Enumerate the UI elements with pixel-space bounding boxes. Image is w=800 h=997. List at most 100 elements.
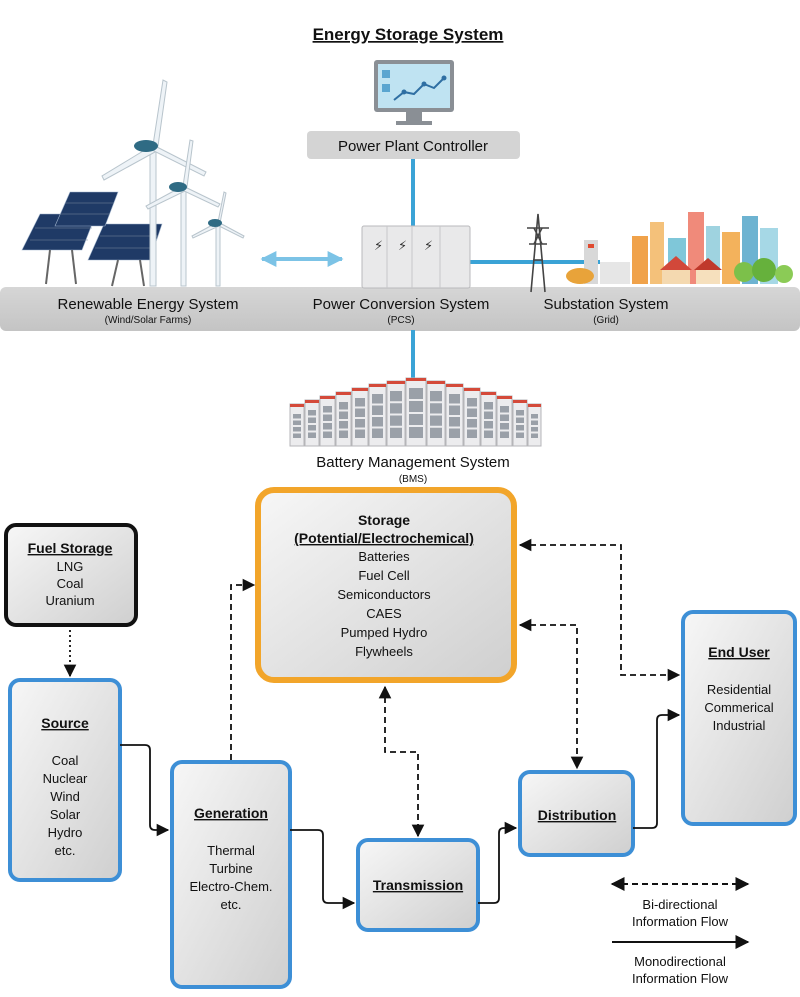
battery-slot <box>430 427 442 438</box>
battery-slot <box>500 423 509 430</box>
storage-item: Flywheels <box>355 644 413 659</box>
end-user-box: End User Residential Commerical Industri… <box>681 610 797 826</box>
distribution-box: Distribution <box>518 770 635 857</box>
battery-slot <box>323 423 332 430</box>
substation-sublabel: (Grid) <box>593 315 619 326</box>
fuel-item: LNG <box>57 559 84 574</box>
battery-slot <box>449 417 460 427</box>
controller-box <box>307 131 520 159</box>
battery-rack-cap <box>352 388 368 391</box>
solar-panels-icon <box>21 191 163 287</box>
battery-slot <box>355 429 365 438</box>
battery-slot <box>355 398 365 407</box>
battery-slot <box>500 406 509 413</box>
storage-box: Storage (Potential/Electrochemical) Batt… <box>255 487 517 683</box>
transmission-title: Transmission <box>373 877 463 893</box>
battery-slot <box>323 406 332 413</box>
controller-label: Power Plant Controller <box>338 138 488 155</box>
page-title: Energy Storage System <box>313 25 504 44</box>
end-user-item: Residential <box>707 682 771 697</box>
renewable-label: Renewable Energy System <box>58 296 239 313</box>
turbine-hub <box>169 182 187 192</box>
battery-slot <box>339 411 348 419</box>
battery-slot <box>449 428 460 438</box>
battery-slot <box>409 414 423 425</box>
battery-slot <box>390 391 402 402</box>
turbine-hub <box>134 140 158 152</box>
battery-rack-cap <box>336 392 351 395</box>
generation-item: etc. <box>221 897 242 912</box>
battery-slot <box>339 430 348 438</box>
battery-slot <box>484 411 493 419</box>
battery-slot <box>339 402 348 410</box>
battery-slot <box>467 398 477 407</box>
bms-sublabel: (BMS) <box>399 474 427 485</box>
svg-text:⚡: ⚡ <box>424 239 433 254</box>
fuel-item: Uranium <box>45 593 94 608</box>
legend-bi-label: Information Flow <box>632 914 729 929</box>
generation-item: Turbine <box>209 861 253 876</box>
battery-slot <box>500 414 509 421</box>
battery-rack-cap <box>305 400 319 403</box>
battery-slot <box>449 405 460 415</box>
battery-slot <box>409 401 423 412</box>
monitor-icon <box>374 60 454 125</box>
top-platform <box>0 287 800 331</box>
battery-slot <box>372 394 383 404</box>
battery-slot <box>516 432 524 438</box>
battery-slot <box>390 427 402 438</box>
battery-rack-cap <box>464 388 480 391</box>
generation-item: Electro-Chem. <box>189 879 272 894</box>
battery-slot <box>390 403 402 414</box>
battery-rack-cap <box>513 400 527 403</box>
city-icon <box>566 212 793 284</box>
battery-slot <box>449 394 460 404</box>
battery-slot <box>516 410 524 416</box>
source-box: Source Coal Nuclear Wind Solar Hydro etc… <box>8 678 122 882</box>
battery-racks-icon <box>289 377 542 447</box>
battery-rack-cap <box>406 378 426 381</box>
battery-slot <box>516 417 524 423</box>
battery-slot <box>430 403 442 414</box>
battery-slot <box>484 421 493 429</box>
battery-slot <box>531 433 538 438</box>
battery-slot <box>293 414 301 419</box>
storage-item: Batteries <box>358 549 410 564</box>
battery-slot <box>516 425 524 431</box>
end-user-item: Industrial <box>713 718 766 733</box>
source-to-generation-arrow <box>120 744 170 837</box>
battery-slot <box>531 420 538 425</box>
battery-slot <box>372 428 383 438</box>
battery-slot <box>531 427 538 432</box>
source-item: Hydro <box>48 825 83 840</box>
storage-item: Pumped Hydro <box>341 625 428 640</box>
battery-slot <box>467 408 477 417</box>
end-user-item: Commerical <box>704 700 773 715</box>
battery-rack-cap <box>497 396 512 399</box>
source-item: Nuclear <box>43 771 88 786</box>
source-item: Solar <box>50 807 81 822</box>
source-item: Wind <box>50 789 80 804</box>
source-item: etc. <box>55 843 76 858</box>
fuel-storage-box: Fuel Storage LNG Coal Uranium <box>4 523 138 627</box>
transmission-to-distribution-arrow <box>478 821 518 904</box>
svg-text:⚡: ⚡ <box>398 239 407 254</box>
battery-slot <box>308 417 316 423</box>
source-item: Coal <box>52 753 79 768</box>
battery-rack-cap <box>481 392 496 395</box>
battery-rack-cap <box>320 396 335 399</box>
power-pylon-icon <box>527 213 549 293</box>
storage-subtitle: (Potential/Electrochemical) <box>294 530 474 546</box>
end-user-title: End User <box>708 644 770 660</box>
storage-item: Semiconductors <box>337 587 431 602</box>
pcs-cabinets-icon: ⚡ ⚡ ⚡ <box>361 225 471 289</box>
battery-rack-cap <box>446 384 463 387</box>
battery-slot <box>339 421 348 429</box>
generation-title: Generation <box>194 805 268 821</box>
battery-slot <box>467 419 477 428</box>
generation-to-storage-arrow <box>230 578 256 760</box>
battery-rack-cap <box>528 404 541 407</box>
storage-item: CAES <box>366 606 402 621</box>
battery-slot <box>308 410 316 416</box>
storage-transmission-arrow <box>378 685 425 838</box>
